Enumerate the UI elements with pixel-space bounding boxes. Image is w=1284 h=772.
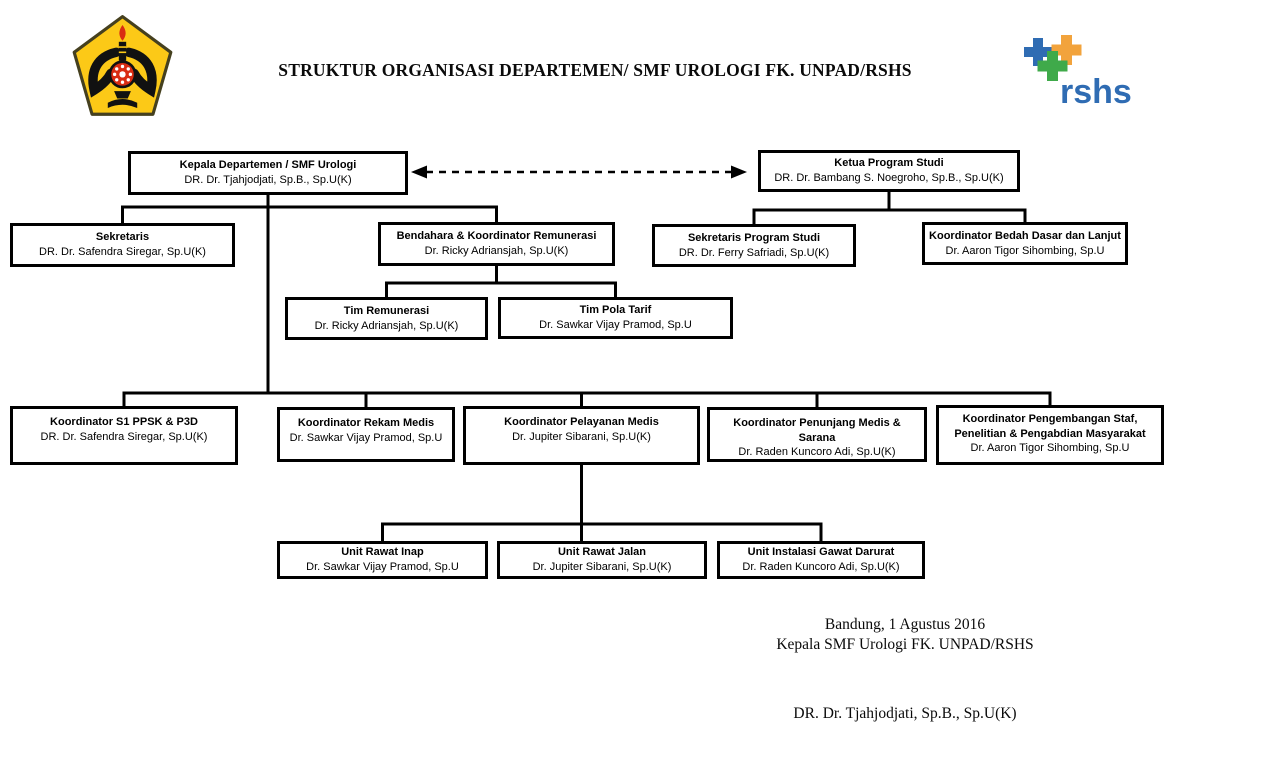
node-title: Bendahara & Koordinator Remunerasi — [396, 230, 597, 243]
node-title: Sekretaris — [95, 231, 150, 244]
signature-name: DR. Dr. Tjahjodjati, Sp.B., Sp.U(K) — [793, 705, 1017, 722]
node-title: Koordinator Bedah Dasar dan Lanjut — [929, 229, 1121, 242]
signature-block: Bandung, 1 Agustus 2016 Kepala SMF Urolo… — [690, 615, 1120, 656]
node-koordinator-penunjang-medis-sarana: Koordinator Penunjang Medis & Sarana Dr.… — [707, 407, 927, 462]
node-person: Dr. Sawkar Vijay Pramod, Sp.U — [306, 561, 459, 573]
node-person: DR. Dr. Ferry Safriadi, Sp.U(K) — [678, 246, 830, 259]
node-kepala-departemen: Kepala Departemen / SMF Urologi DR. Dr. … — [128, 151, 408, 195]
node-title: Koordinator S1 PPSK & P3D — [50, 416, 198, 428]
node-person: Dr. Sawkar Vijay Pramod, Sp.U — [539, 319, 692, 331]
node-person: DR. Dr. Tjahjodjati, Sp.B., Sp.U(K) — [184, 174, 352, 186]
node-sekretaris-program-studi: Sekretaris Program Studi DR. Dr. Ferry S… — [652, 224, 856, 267]
node-ketua-program-studi: Ketua Program Studi DR. Dr. Bambang S. N… — [758, 150, 1020, 192]
node-title: Koordinator Rekam Medis — [297, 417, 435, 429]
node-person: Dr. Raden Kuncoro Adi, Sp.U(K) — [742, 561, 900, 573]
signature-role: Kepala SMF Urologi FK. UNPAD/RSHS — [776, 636, 1034, 654]
unpad-logo-icon — [70, 12, 175, 122]
node-tim-pola-tarif: Tim Pola Tarif Dr. Sawkar Vijay Pramod, … — [498, 297, 733, 339]
node-person: Dr. Sawkar Vijay Pramod, Sp.U — [289, 431, 443, 444]
node-title: Koordinator Pelayanan Medis — [504, 416, 659, 428]
page-title: STRUKTUR ORGANISASI DEPARTEMEN/ SMF UROL… — [278, 60, 912, 80]
node-tim-remunerasi: Tim Remunerasi Dr. Ricky Adriansjah, Sp.… — [285, 297, 488, 340]
rshs-logo-text: rshs — [1060, 73, 1132, 111]
node-koordinator-rekam-medis: Koordinator Rekam Medis Dr. Sawkar Vijay… — [277, 407, 455, 462]
node-koordinator-bedah-dasar-lanjut: Koordinator Bedah Dasar dan Lanjut Dr. A… — [922, 222, 1128, 265]
node-title: Koordinator Penunjang Medis & Sarana — [733, 417, 901, 444]
node-unit-rawat-jalan: Unit Rawat Jalan Dr. Jupiter Sibarani, S… — [497, 541, 707, 579]
node-bendahara-koordinator-remunerasi: Bendahara & Koordinator Remunerasi Dr. R… — [378, 222, 615, 266]
node-title: Tim Pola Tarif — [579, 304, 652, 317]
node-title: Unit Rawat Jalan — [557, 546, 647, 559]
node-koordinator-pelayanan-medis: Koordinator Pelayanan Medis Dr. Jupiter … — [463, 406, 700, 465]
node-person: Dr. Aaron Tigor Sihombing, Sp.U — [945, 244, 1105, 257]
node-unit-rawat-inap: Unit Rawat Inap Dr. Sawkar Vijay Pramod,… — [277, 541, 488, 579]
node-title: Sekretaris Program Studi — [687, 231, 821, 244]
node-title: Koordinator Pengembangan Staf, Penelitia… — [954, 413, 1146, 440]
signature-place-date: Bandung, 1 Agustus 2016 — [824, 616, 986, 633]
node-title: Kepala Departemen / SMF Urologi — [179, 159, 357, 172]
node-person: Dr. Jupiter Sibarani, Sp.U(K) — [512, 430, 651, 443]
node-person: DR. Dr. Safendra Siregar, Sp.U(K) — [39, 246, 206, 258]
node-person: Dr. Raden Kuncoro Adi, Sp.U(K) — [738, 446, 896, 459]
node-person: Dr. Ricky Adriansjah, Sp.U(K) — [314, 319, 459, 332]
node-unit-instalasi-gawat-darurat: Unit Instalasi Gawat Darurat Dr. Raden K… — [717, 541, 925, 579]
node-person: DR. Dr. Safendra Siregar, Sp.U(K) — [40, 430, 208, 443]
dashed-double-arrow — [411, 165, 747, 179]
node-person: DR. Dr. Bambang S. Noegroho, Sp.B., Sp.U… — [774, 172, 1004, 184]
node-person: Dr. Ricky Adriansjah, Sp.U(K) — [424, 245, 569, 257]
rshs-logo-icon: rshs — [1022, 30, 1138, 114]
node-person: Dr. Aaron Tigor Sihombing, Sp.U — [970, 442, 1130, 455]
node-title: Unit Instalasi Gawat Darurat — [747, 546, 895, 559]
node-koordinator-s1-ppsk-p3d: Koordinator S1 PPSK & P3D DR. Dr. Safend… — [10, 406, 238, 465]
node-person: Dr. Jupiter Sibarani, Sp.U(K) — [532, 561, 672, 573]
node-title: Unit Rawat Inap — [341, 546, 424, 559]
node-sekretaris: Sekretaris DR. Dr. Safendra Siregar, Sp.… — [10, 223, 235, 267]
node-title: Ketua Program Studi — [834, 157, 944, 170]
node-koordinator-pengembangan-staf: Koordinator Pengembangan Staf, Penelitia… — [936, 405, 1164, 465]
node-title: Tim Remunerasi — [343, 304, 430, 317]
